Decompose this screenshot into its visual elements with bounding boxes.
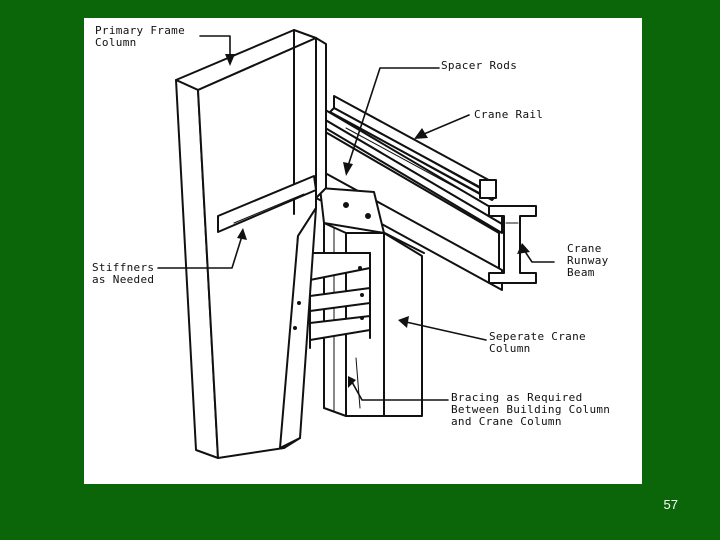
label-stiffners: Stiffners as Needed: [92, 261, 155, 286]
slide-number: 57: [663, 497, 678, 512]
bracing-shape: [309, 252, 371, 349]
label-separate-crane-column: Seperate Crane Column: [489, 330, 586, 355]
spacer-rods-shape: [315, 187, 425, 254]
label-spacer-rods: Spacer Rods: [441, 59, 518, 72]
label-crane-runway-beam: Crane Runway Beam: [567, 242, 609, 279]
diagram-figure: Primary Frame Column Spacer Rods Crane R…: [84, 18, 642, 484]
label-primary-frame-column: Primary Frame Column: [95, 24, 185, 49]
crane-column-drawing: [157, 29, 555, 459]
crane-rail-shape: [329, 95, 497, 201]
column-bolts: [293, 266, 364, 330]
label-crane-rail: Crane Rail: [474, 108, 544, 121]
primary-frame-column-shape: [175, 29, 327, 459]
leader-lines: [157, 35, 555, 401]
crane-runway-beam-shape: [315, 107, 537, 291]
label-bracing: Bracing as Required Between Building Col…: [451, 391, 611, 428]
